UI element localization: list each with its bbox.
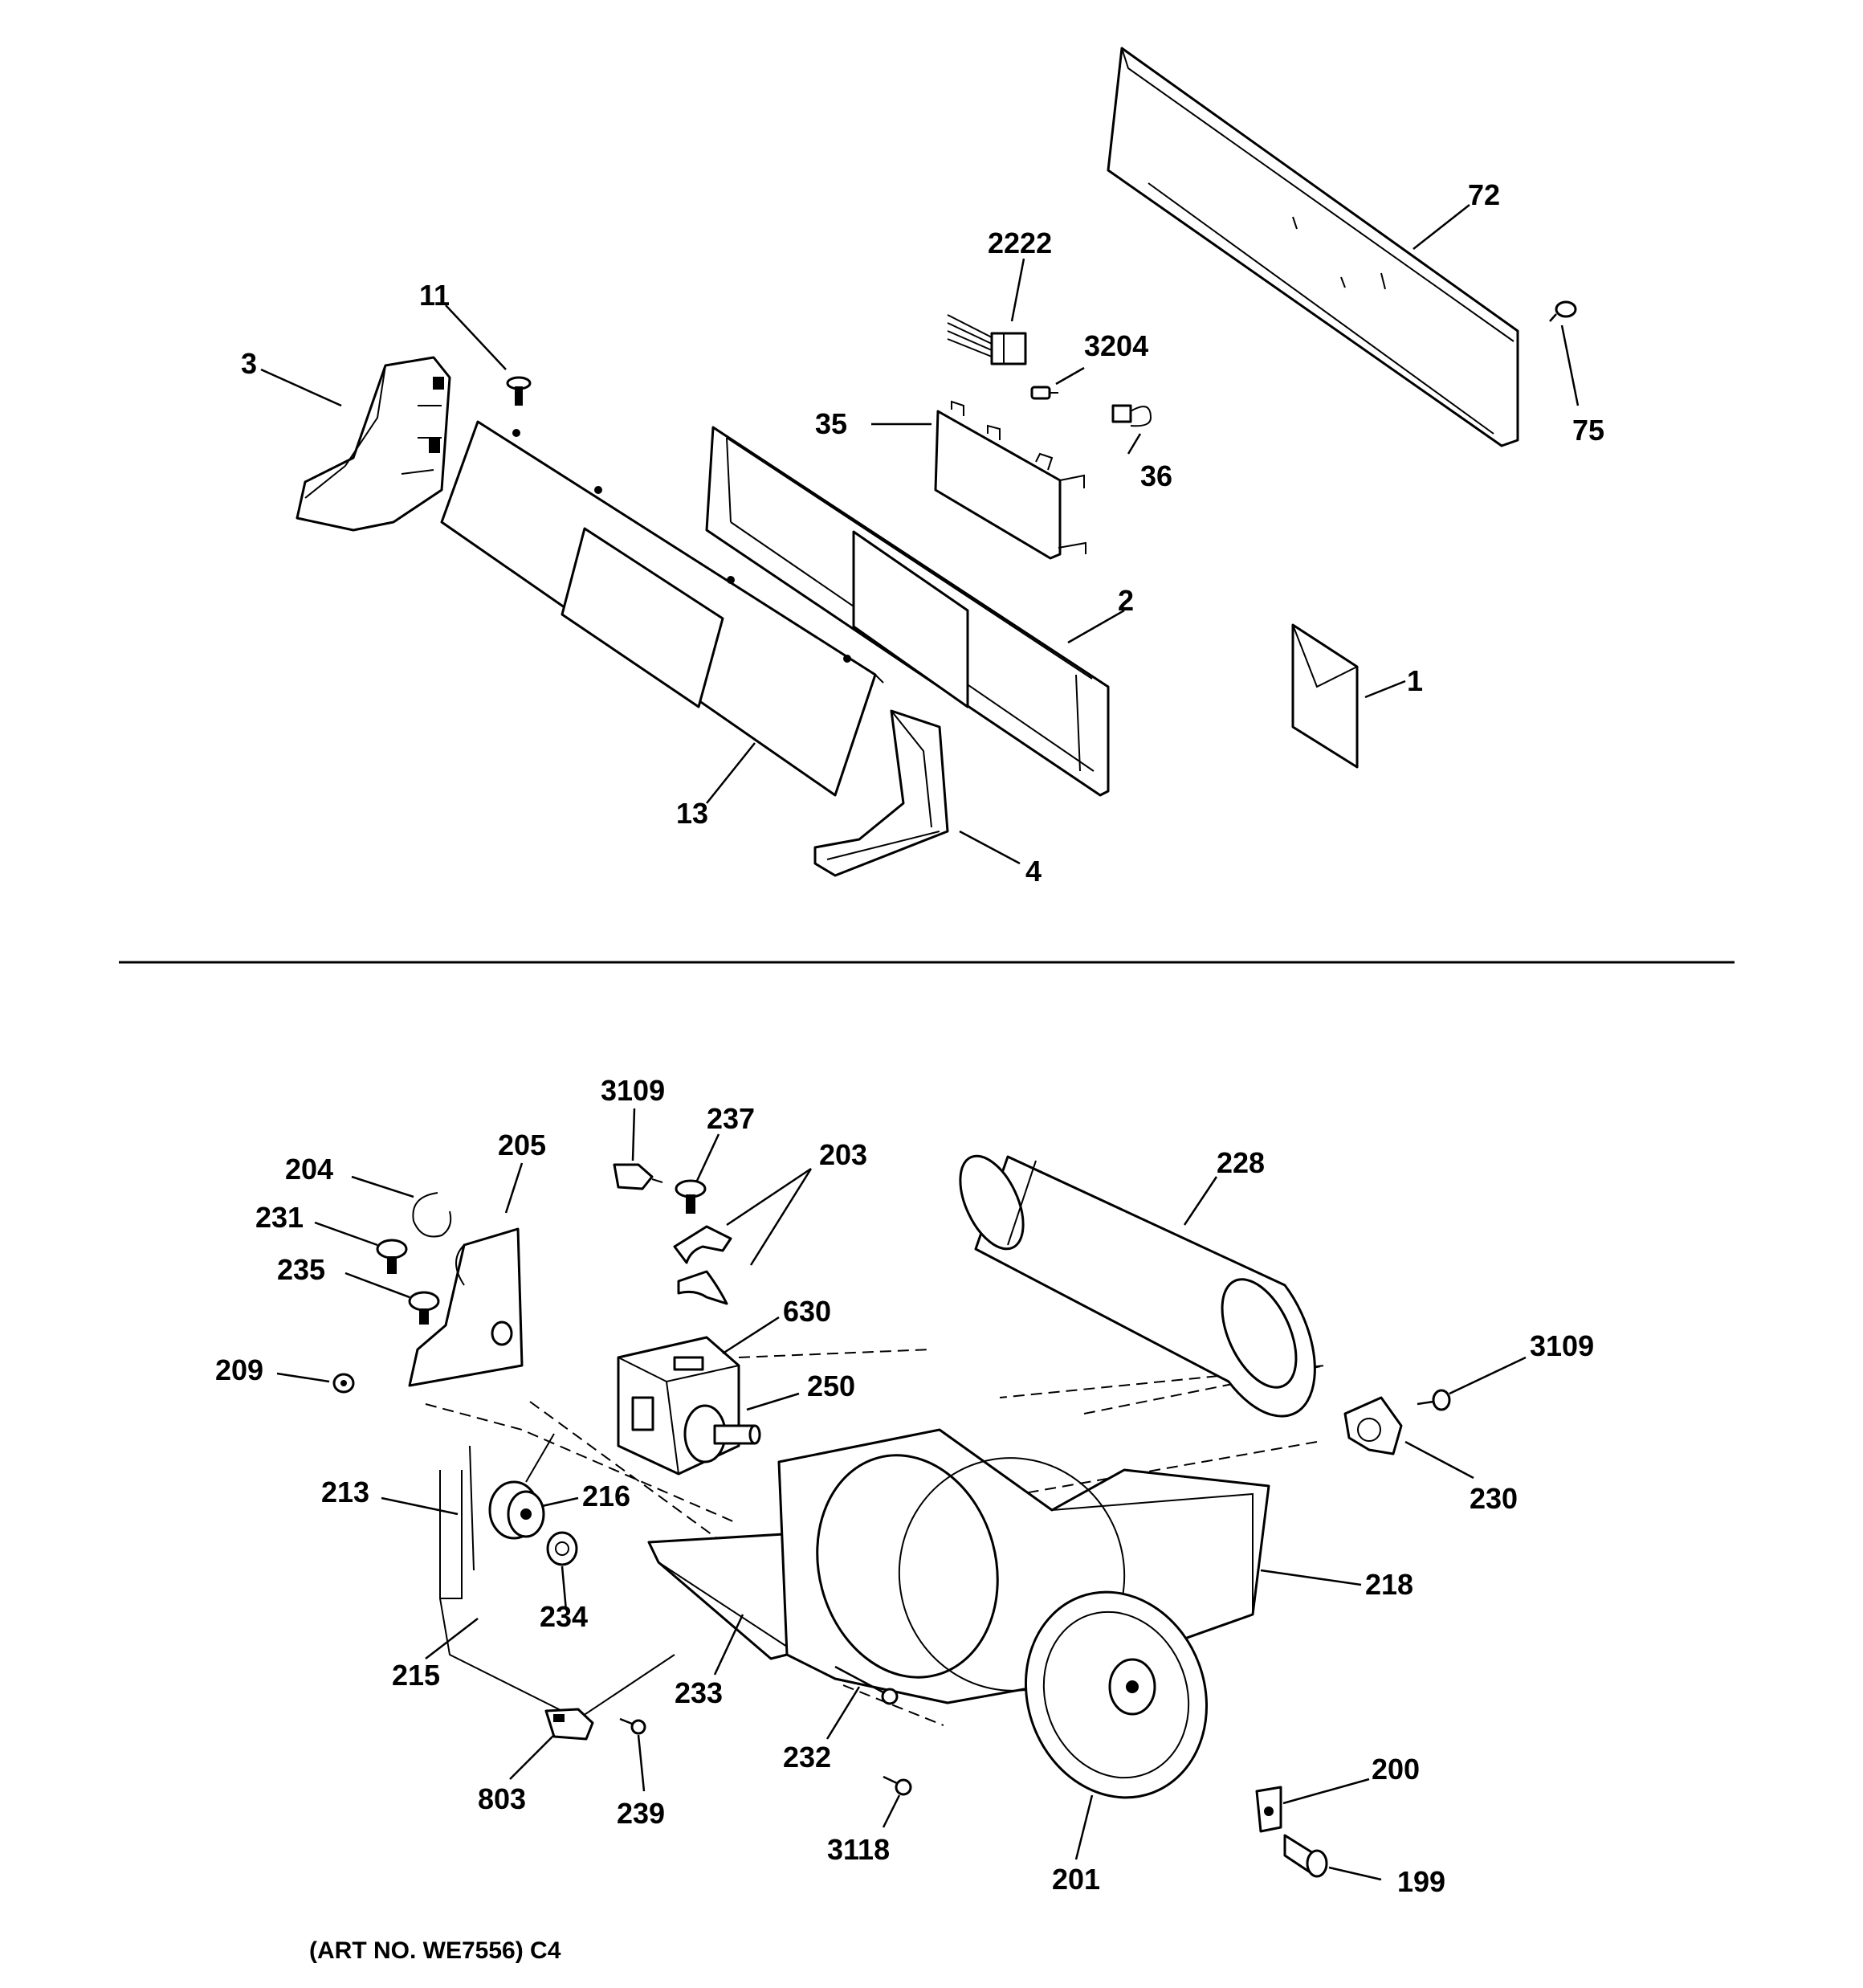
part-1-literature	[1291, 623, 1359, 769]
part-228-exhaust-duct	[959, 1154, 1316, 1418]
label-3204: 3204	[1084, 329, 1148, 362]
label-11: 11	[419, 279, 450, 312]
label-250: 250	[807, 1370, 855, 1402]
label-803: 803	[478, 1782, 526, 1815]
part-11-screw	[506, 376, 532, 406]
part-labels: 72 2222 11 3 3204 75 35 36 2 1 13 4 3109…	[215, 178, 1604, 1898]
part-35-control-board	[934, 400, 1086, 560]
label-205: 205	[498, 1129, 546, 1161]
part-803-switch	[544, 1708, 594, 1741]
part-3-end-cap	[296, 356, 451, 532]
part-230-clamp	[1343, 1396, 1403, 1455]
part-215-spring	[439, 1598, 675, 1721]
label-2222: 2222	[988, 227, 1052, 259]
label-13: 13	[676, 797, 708, 830]
part-3118-screw	[883, 1775, 912, 1796]
part-13-panel-front	[440, 420, 884, 797]
label-35: 35	[815, 407, 847, 440]
label-235: 235	[277, 1253, 325, 1286]
label-72: 72	[1468, 178, 1500, 211]
part-239-screw	[619, 1717, 646, 1735]
part-235-screw	[408, 1291, 440, 1325]
label-209: 209	[215, 1353, 263, 1386]
label-231: 231	[255, 1201, 304, 1234]
part-2-control-panel	[705, 426, 1110, 797]
part-199-screw	[1283, 1834, 1328, 1878]
label-3109-a: 3109	[601, 1074, 665, 1107]
part-2222-wire-harness	[947, 314, 1027, 365]
part-3204-pin	[1030, 386, 1058, 400]
part-250-shaft	[683, 1404, 761, 1463]
part-216-idler-pulley	[488, 1480, 545, 1540]
label-234: 234	[540, 1600, 588, 1633]
top-leader-lines	[260, 204, 1580, 865]
part-201-blower-wheel	[1024, 1590, 1209, 1799]
label-1: 1	[1407, 664, 1423, 697]
label-203: 203	[819, 1138, 867, 1171]
label-2: 2	[1118, 584, 1134, 617]
part-4-end-cap	[813, 709, 949, 877]
label-237: 237	[707, 1102, 755, 1135]
label-3118: 3118	[827, 1833, 890, 1866]
label-630: 630	[783, 1295, 831, 1328]
part-203-clips	[673, 1225, 732, 1305]
part-3109-plug	[613, 1163, 663, 1190]
art-number-caption: (ART NO. WE7556) C4	[309, 1937, 561, 1964]
assembly-guide-lines	[425, 1349, 1326, 1726]
label-230: 230	[1470, 1482, 1518, 1515]
label-36: 36	[1140, 459, 1172, 492]
label-228: 228	[1217, 1146, 1265, 1179]
part-232-pin	[834, 1665, 899, 1705]
label-232: 232	[783, 1741, 831, 1774]
label-3109-b: 3109	[1530, 1329, 1594, 1362]
label-4: 4	[1025, 855, 1042, 888]
label-233: 233	[675, 1676, 723, 1709]
label-239: 239	[617, 1797, 665, 1830]
part-231-screw	[376, 1239, 408, 1274]
part-213-idler-arm	[439, 1433, 555, 1599]
part-234-nut	[546, 1531, 578, 1566]
part-205-bracket	[408, 1227, 524, 1387]
part-200-bracket	[1255, 1786, 1282, 1833]
label-216: 216	[582, 1480, 630, 1512]
label-218: 218	[1365, 1568, 1413, 1601]
part-237-screw	[675, 1179, 707, 1214]
label-75: 75	[1572, 414, 1604, 447]
label-215: 215	[392, 1659, 440, 1692]
label-213: 213	[321, 1476, 369, 1508]
part-36-connector	[1111, 404, 1152, 427]
part-75-screw	[1549, 300, 1577, 322]
bottom-leader-lines	[276, 1108, 1527, 1881]
label-3: 3	[241, 347, 257, 380]
label-201: 201	[1052, 1863, 1100, 1896]
part-204-clip	[412, 1192, 452, 1238]
label-199: 199	[1397, 1865, 1445, 1898]
label-200: 200	[1372, 1753, 1420, 1786]
label-204: 204	[285, 1153, 333, 1186]
part-209-nut	[332, 1373, 355, 1394]
part-3109-screw	[1417, 1389, 1451, 1411]
part-72-back-panel	[1107, 47, 1519, 447]
